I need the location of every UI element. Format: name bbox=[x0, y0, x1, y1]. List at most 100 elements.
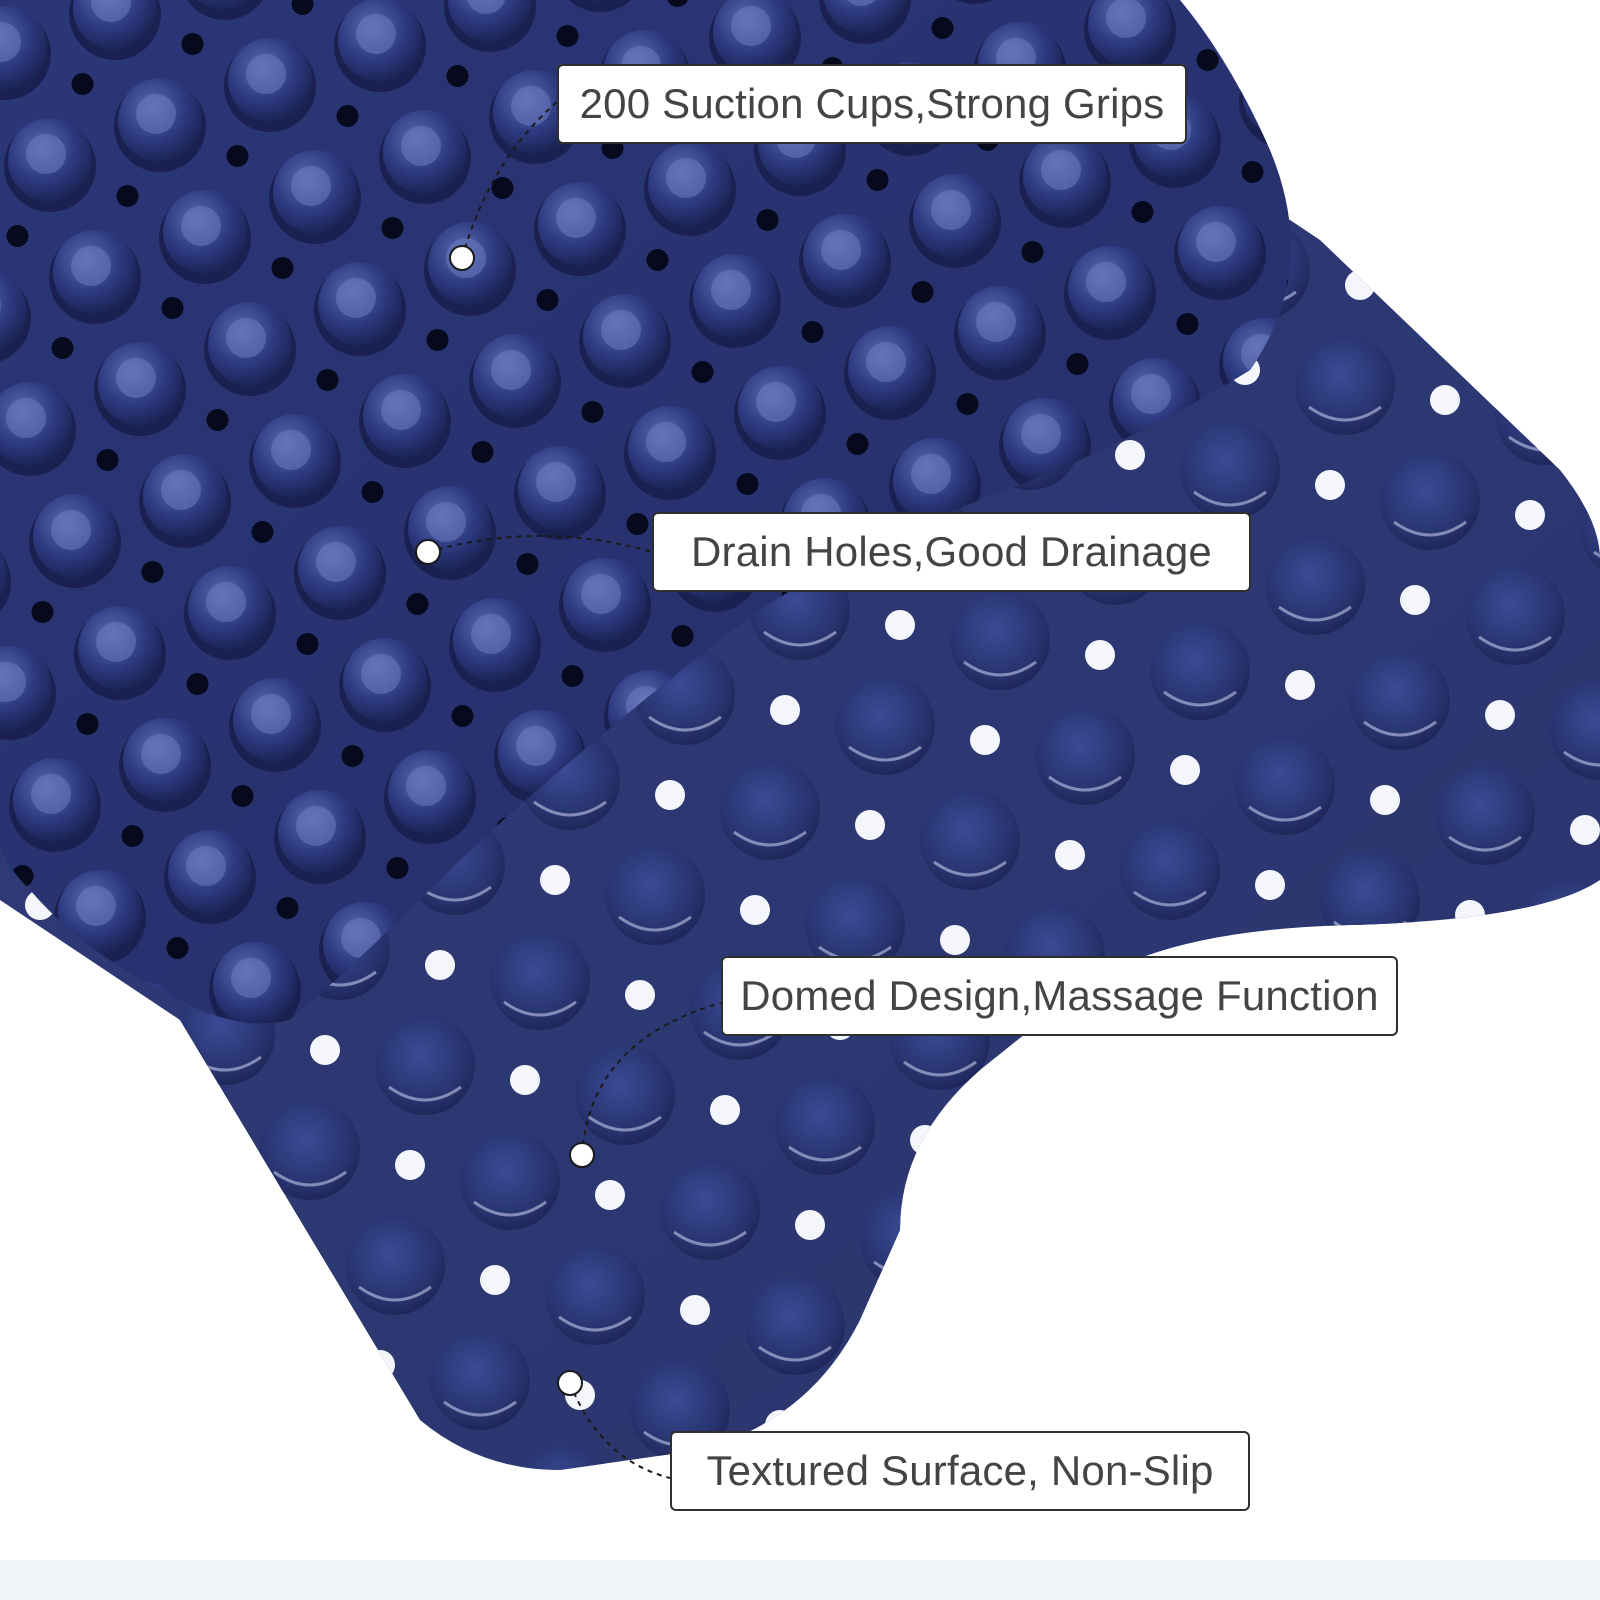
black-hole bbox=[56, 977, 79, 999]
dome-highlight bbox=[758, 1345, 832, 1362]
dome-highlight bbox=[1533, 950, 1600, 967]
suction-cup-shine bbox=[226, 318, 266, 358]
suction-cup-shine bbox=[186, 846, 226, 886]
drain-hole bbox=[425, 950, 455, 980]
suction-cup-shine bbox=[161, 470, 201, 510]
suction-cup bbox=[1198, 0, 1282, 26]
black-hole bbox=[116, 185, 139, 207]
drain-hole bbox=[1195, 1270, 1225, 1300]
dome bbox=[805, 875, 905, 975]
drain-hole bbox=[1515, 500, 1545, 530]
suction-cup-shine bbox=[316, 542, 356, 582]
drain-hole bbox=[165, 1320, 195, 1350]
suction-cup-shine bbox=[0, 926, 6, 966]
dome-highlight bbox=[733, 830, 807, 847]
suction-cup-shine bbox=[76, 886, 116, 926]
dome-highlight bbox=[0, 1025, 62, 1042]
dome-highlight bbox=[1538, 235, 1600, 252]
dome-highlight bbox=[1163, 690, 1237, 707]
black-hole bbox=[451, 705, 474, 727]
dome bbox=[745, 1275, 845, 1375]
dome-highlight bbox=[963, 660, 1037, 677]
drain-hole bbox=[1485, 700, 1515, 730]
black-hole bbox=[1227, 1065, 1249, 1087]
dome-highlight bbox=[1388, 1235, 1462, 1252]
drain-hole bbox=[855, 810, 885, 840]
suction-cup-shine bbox=[911, 454, 951, 494]
suction-cup-shine bbox=[646, 422, 686, 462]
suction-cup-shine bbox=[246, 54, 286, 94]
dome-highlight bbox=[443, 1400, 517, 1417]
dome-highlight bbox=[903, 1060, 977, 1077]
dome-highlight bbox=[933, 860, 1007, 877]
dome bbox=[1435, 765, 1535, 865]
black-hole bbox=[1241, 161, 1264, 183]
suction-cup-shine bbox=[601, 310, 641, 350]
suction-cup-shine bbox=[931, 190, 971, 230]
dome bbox=[1145, 1335, 1245, 1435]
drain-hole bbox=[1255, 870, 1285, 900]
dome-highlight bbox=[1478, 635, 1552, 652]
suction-cup bbox=[0, 910, 32, 994]
dome-highlight bbox=[503, 1000, 577, 1017]
dome-highlight bbox=[128, 1455, 202, 1470]
suction-cup-shine bbox=[711, 270, 751, 310]
black-hole bbox=[1176, 313, 1199, 335]
drain-hole bbox=[250, 1435, 280, 1465]
drain-hole bbox=[450, 1465, 480, 1470]
black-hole bbox=[846, 433, 869, 455]
black-hole bbox=[166, 937, 189, 959]
drain-hole bbox=[510, 1065, 540, 1095]
suction-cup-shine bbox=[361, 654, 401, 694]
suction-cup-shine bbox=[1131, 374, 1171, 414]
dome-highlight bbox=[1363, 720, 1437, 737]
dome-highlight bbox=[1193, 490, 1267, 507]
black-hole bbox=[386, 857, 409, 879]
dome-highlight bbox=[329, 1487, 401, 1500]
drain-hole bbox=[595, 1180, 625, 1210]
dome bbox=[975, 1105, 1075, 1205]
dome-highlight bbox=[1103, 1090, 1177, 1107]
suction-cup-shine bbox=[291, 166, 331, 206]
suction-cup-shine bbox=[31, 774, 71, 814]
dome-highlight bbox=[1244, 1522, 1316, 1535]
dome-highlight bbox=[73, 1140, 147, 1157]
dome bbox=[720, 760, 820, 860]
drain-hole bbox=[540, 865, 570, 895]
black-hole bbox=[736, 473, 759, 495]
black-hole bbox=[6, 225, 29, 247]
dome bbox=[1525, 180, 1600, 265]
dome-highlight bbox=[788, 1145, 862, 1162]
dome-highlight bbox=[1303, 1120, 1377, 1137]
suction-cup-shine bbox=[231, 958, 271, 998]
black-hole bbox=[271, 257, 294, 279]
bottom-band bbox=[0, 1560, 1600, 1600]
suction-cup bbox=[823, 0, 907, 34]
drain-hole bbox=[1170, 755, 1200, 785]
drain-hole bbox=[625, 980, 655, 1010]
callout-textured-surface: Textured Surface, Non-Slip bbox=[670, 1431, 1250, 1511]
black-hole bbox=[231, 785, 254, 807]
drain-hole bbox=[1080, 1355, 1110, 1385]
black-hole bbox=[161, 297, 184, 319]
callout-domed-design: Domed Design,Massage Function bbox=[721, 956, 1398, 1036]
drain-hole bbox=[1570, 815, 1600, 845]
dome-highlight bbox=[618, 915, 692, 932]
suction-cup-shine bbox=[511, 86, 551, 126]
suction-cup-shine bbox=[976, 302, 1016, 342]
drain-hole bbox=[1455, 900, 1485, 930]
suction-cup-shine bbox=[866, 342, 906, 382]
dome-highlight bbox=[358, 1285, 432, 1302]
suction-cup-shadow bbox=[1239, 56, 1291, 148]
suction-cup-shine bbox=[0, 22, 21, 62]
dome-highlight bbox=[1393, 520, 1467, 537]
dome bbox=[1490, 1080, 1590, 1180]
dome-highlight bbox=[763, 630, 837, 647]
suction-cup-shine bbox=[581, 574, 621, 614]
black-hole bbox=[561, 665, 584, 687]
black-hole bbox=[536, 289, 559, 311]
drain-hole bbox=[1280, 1385, 1310, 1415]
black-hole bbox=[646, 249, 669, 271]
dome bbox=[460, 1130, 560, 1230]
dome bbox=[950, 590, 1050, 690]
